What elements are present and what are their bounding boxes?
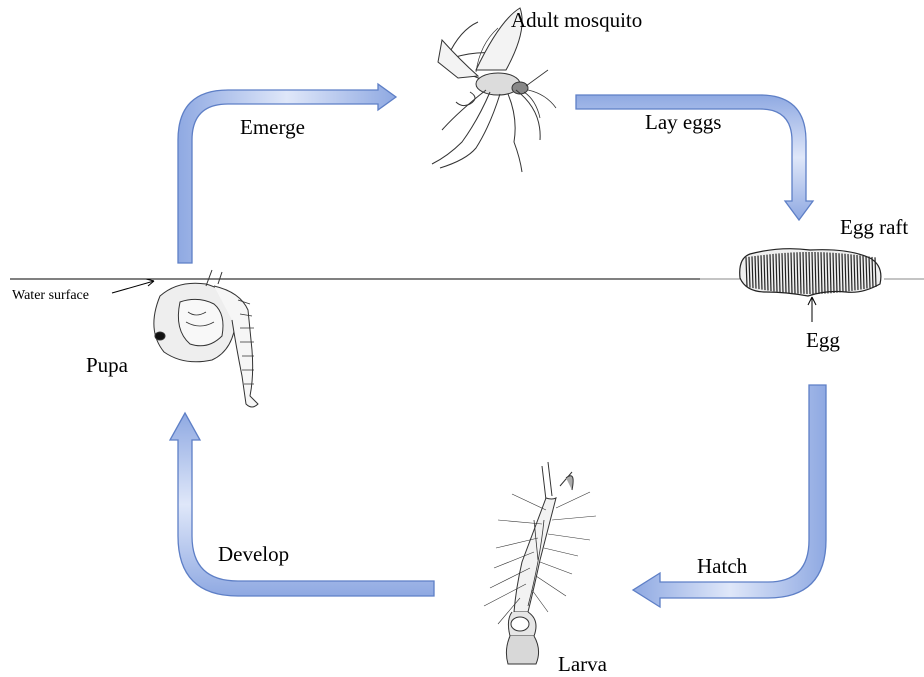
label-hatch: Hatch bbox=[697, 556, 747, 577]
label-lay-eggs: Lay eggs bbox=[645, 112, 721, 133]
mosquito-icon bbox=[432, 8, 556, 172]
label-adult-mosquito: Adult mosquito bbox=[511, 10, 642, 31]
label-larva: Larva bbox=[558, 654, 607, 675]
pupa-icon bbox=[154, 270, 258, 407]
water-surface-pointer bbox=[112, 279, 154, 293]
label-egg-raft: Egg raft bbox=[840, 217, 908, 238]
label-develop: Develop bbox=[218, 544, 289, 565]
label-pupa: Pupa bbox=[86, 355, 128, 376]
label-egg: Egg bbox=[806, 330, 840, 351]
label-emerge: Emerge bbox=[240, 117, 305, 138]
label-water-surface: Water surface bbox=[12, 289, 89, 303]
egg-raft-icon bbox=[740, 249, 881, 322]
arrow-emerge bbox=[178, 84, 396, 263]
larva-icon bbox=[484, 462, 596, 664]
arrow-develop bbox=[170, 413, 434, 596]
